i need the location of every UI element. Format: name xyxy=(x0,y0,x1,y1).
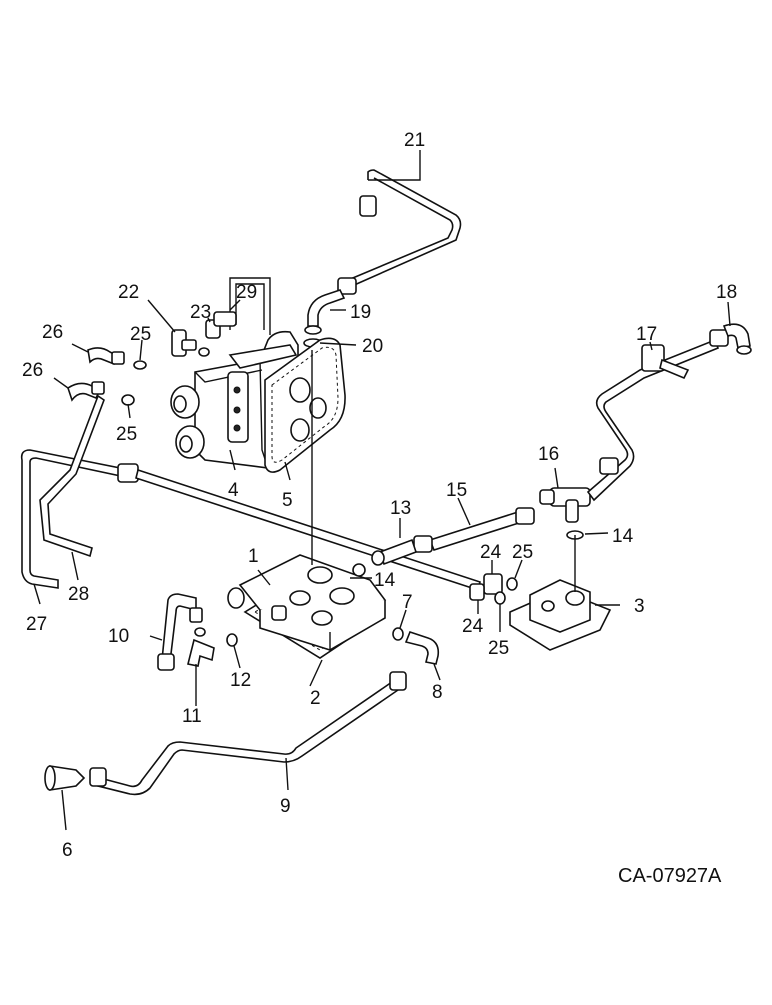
callout-24a: 24 xyxy=(480,542,502,563)
callout-19: 19 xyxy=(350,302,371,323)
callout-1: 1 xyxy=(248,546,259,567)
leader-lines xyxy=(33,150,731,831)
callout-26b: 26 xyxy=(22,360,43,381)
pipe-9 xyxy=(89,671,407,796)
callout-21: 21 xyxy=(404,130,425,151)
callout-4: 4 xyxy=(228,480,239,501)
tee-16 xyxy=(539,487,591,523)
nut-21b xyxy=(337,277,357,295)
callout-17: 17 xyxy=(636,324,657,345)
callouts: 21 22 23 29 19 20 26 25 26 25 4 5 15 13 … xyxy=(22,130,737,887)
oring-14a xyxy=(352,563,366,577)
callout-25d: 25 xyxy=(488,638,509,659)
cover-3 xyxy=(509,579,612,651)
pipe-28 xyxy=(39,394,105,558)
hose-15 xyxy=(413,507,535,553)
elbow-18 xyxy=(722,323,752,355)
callout-28: 28 xyxy=(68,584,89,605)
oring-12 xyxy=(226,633,238,647)
elbow-8 xyxy=(404,631,440,665)
elbow-19 xyxy=(304,289,346,335)
pipe-17 xyxy=(586,329,729,502)
callout-6: 6 xyxy=(62,840,73,861)
callout-22: 22 xyxy=(118,282,139,303)
callout-25a: 25 xyxy=(130,324,151,345)
pipe-27 xyxy=(20,449,139,589)
pipe-21 xyxy=(337,169,462,295)
elbow-11 xyxy=(187,627,215,667)
callout-7: 7 xyxy=(402,592,413,613)
callout-14a: 14 xyxy=(374,570,396,591)
callout-2: 2 xyxy=(310,688,321,709)
nut-21a xyxy=(359,195,377,217)
gasket-5 xyxy=(264,337,346,473)
callout-26a: 26 xyxy=(42,322,63,343)
oring-25a xyxy=(133,360,147,370)
callout-8: 8 xyxy=(432,682,443,703)
callout-24b: 24 xyxy=(462,616,484,637)
oring-25c xyxy=(506,577,518,591)
fitting-6 xyxy=(44,765,86,791)
callout-5: 5 xyxy=(282,490,293,511)
elbow-26b xyxy=(67,381,105,402)
drawing-code: CA-07927A xyxy=(618,865,722,887)
fitting-13 xyxy=(371,538,418,566)
callout-3: 3 xyxy=(634,596,645,617)
callout-10: 10 xyxy=(108,626,129,647)
callout-11: 11 xyxy=(182,706,202,727)
callout-29: 29 xyxy=(236,282,257,303)
callout-20: 20 xyxy=(362,336,383,357)
callout-23: 23 xyxy=(190,302,211,323)
callout-13: 13 xyxy=(390,498,411,519)
callout-18: 18 xyxy=(716,282,737,303)
callout-25c: 25 xyxy=(512,542,533,563)
oring-25b xyxy=(121,394,135,406)
callout-12: 12 xyxy=(230,670,251,691)
fitting-24b xyxy=(469,583,485,601)
callout-27: 27 xyxy=(26,614,47,635)
pipe-10 xyxy=(157,593,203,671)
valve-body-1 xyxy=(227,554,387,651)
bracket-29 xyxy=(213,277,271,335)
fitting-24a xyxy=(483,573,503,595)
oring-7 xyxy=(392,627,404,641)
callout-15: 15 xyxy=(446,480,467,501)
fitting-22 xyxy=(171,329,197,357)
callout-9: 9 xyxy=(280,796,291,817)
callout-14b: 14 xyxy=(612,526,634,547)
callout-25b: 25 xyxy=(116,424,137,445)
callout-16: 16 xyxy=(538,444,559,465)
elbow-26a xyxy=(87,347,125,366)
oring-25d xyxy=(494,591,506,605)
